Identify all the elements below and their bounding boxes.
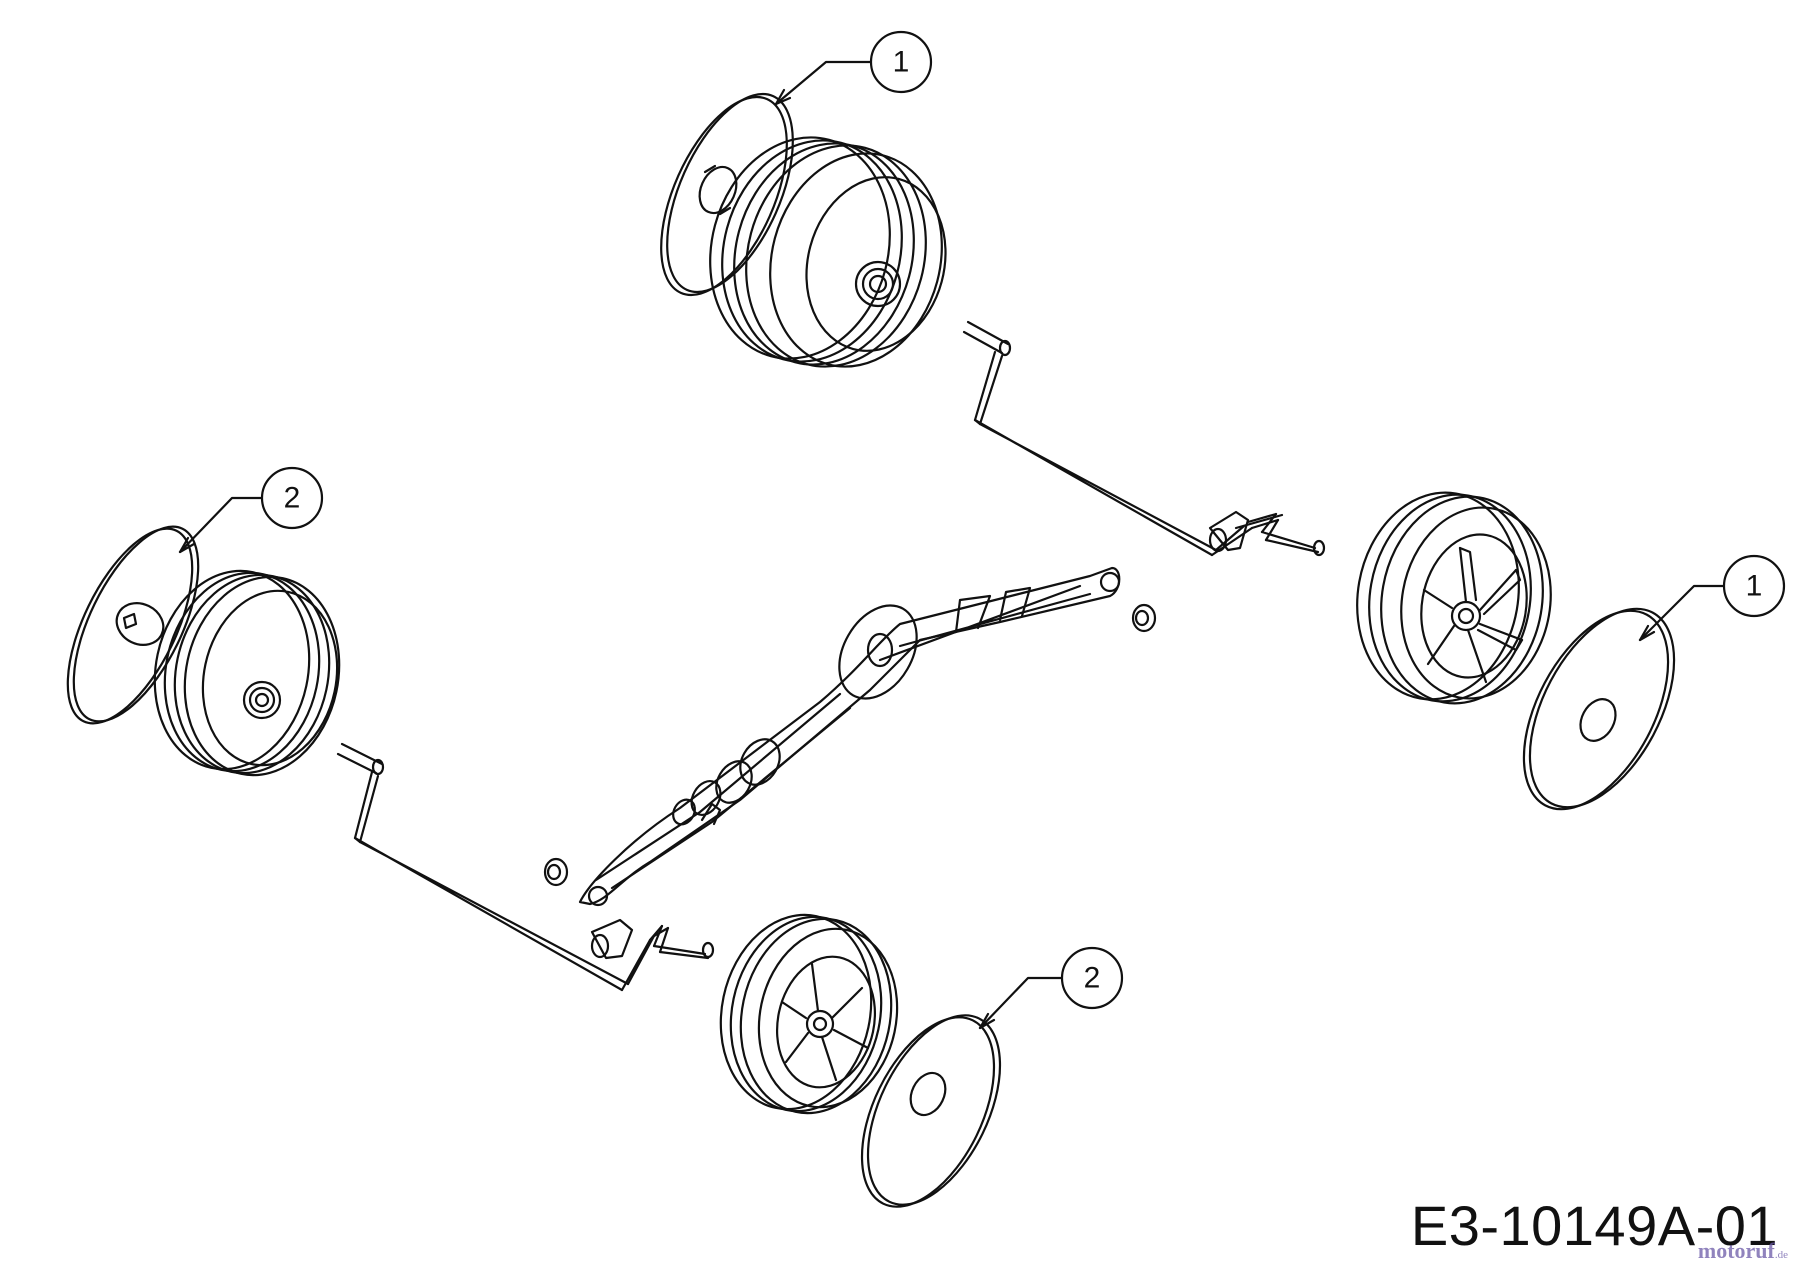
callout-label: 1	[1746, 570, 1763, 603]
wheel-cap-right	[1522, 607, 1676, 811]
watermark-tld: .de	[1774, 1249, 1788, 1261]
watermark-text: motoruf	[1697, 1238, 1775, 1263]
wheel-front	[719, 913, 899, 1115]
watermark-logo: motoruf.de	[1698, 1238, 1788, 1264]
wheel-right	[1356, 491, 1552, 705]
callout-2-left: 2	[178, 466, 324, 554]
callout-label: 2	[284, 482, 301, 515]
wheel-cap-left	[66, 525, 200, 725]
callout-2-front: 2	[978, 946, 1124, 1030]
callout-1-right: 1	[1638, 554, 1786, 642]
wheel-top	[709, 136, 947, 368]
axle-frame	[578, 566, 1121, 907]
bushing-right	[1131, 603, 1157, 633]
drawing-code: E3-10149A-01	[1410, 1194, 1778, 1257]
wheel-left	[153, 569, 341, 777]
callout-1-top: 1	[774, 30, 933, 106]
axle-left	[336, 742, 715, 992]
callout-label: 2	[1084, 962, 1101, 995]
axle-top	[962, 320, 1326, 557]
wheel-cap-top	[660, 92, 794, 297]
wheel-cap-front	[860, 1014, 1002, 1208]
callout-label: 1	[893, 46, 910, 79]
bushing-left	[543, 857, 569, 887]
